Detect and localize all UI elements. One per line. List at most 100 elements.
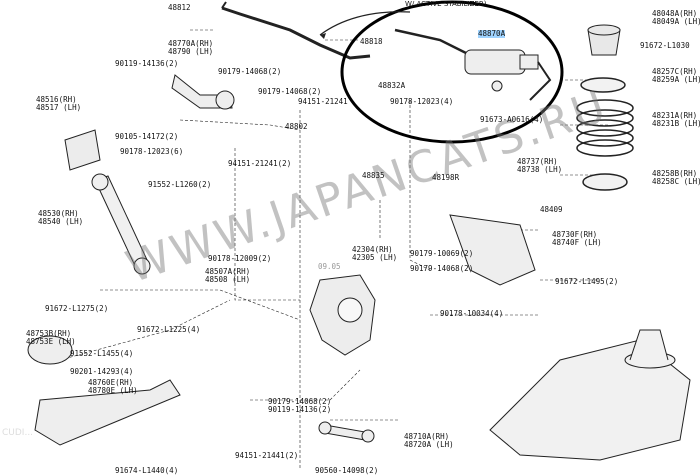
part-number-line2: 48738 (LH)	[517, 165, 563, 174]
part-number-line1: 48818	[360, 37, 383, 46]
part-number-line1: 48770A(RH)	[168, 39, 214, 48]
upper-arm	[171, 74, 235, 110]
part-number-90560: 90560-14098(2)	[315, 467, 378, 475]
part-number-48832a: 48832A	[378, 82, 405, 90]
part-number-line1: 48516(RH)	[36, 95, 77, 104]
part-number-line1: 48231A(RH)	[652, 111, 698, 120]
part-number-line1: 94151-21241(2)	[228, 159, 292, 168]
part-number-48231a: 48231A(RH)48231B (LH)	[652, 112, 700, 128]
part-number-line2: 48780E (LH)	[88, 386, 138, 395]
part-number-48835: 48835	[362, 172, 385, 180]
part-number-48507a: 48507A(RH)48508 (LH)	[205, 268, 250, 284]
part-number-90179c: 90179-10069(2)	[410, 250, 473, 258]
part-number-line1: 48753B(RH)	[26, 329, 72, 338]
part-number-line1: 94151-21441(2)	[235, 451, 299, 460]
part-number-48710a: 48710A(RH)48720A (LH)	[404, 433, 454, 449]
coil-spring	[576, 77, 634, 191]
knuckle	[309, 274, 376, 356]
part-number-90119a: 90119-14136(2)	[115, 60, 178, 68]
part-number-line1: 90179-14068(2)	[410, 264, 474, 273]
part-number-91673: 91673-A0616(4)	[480, 116, 543, 124]
part-number-48753b: 48753B(RH)48753E (LH)	[26, 330, 76, 346]
part-number-line1: 90119-14136(2)	[115, 59, 179, 68]
part-number-94151b: 94151-21241(2)	[228, 160, 291, 168]
part-number-line2: 48540 (LH)	[38, 217, 84, 226]
stabilizer-bar	[221, 6, 371, 60]
part-number-48770a: 48770A(RH)48790 (LH)	[168, 40, 213, 56]
part-number-line1: 48507A(RH)	[205, 267, 251, 276]
part-number-48530: 48530(RH)48540 (LH)	[38, 210, 83, 226]
part-number-line1: 91672-L1495(2)	[555, 277, 619, 286]
part-number-line1: 48760E(RH)	[88, 378, 134, 387]
suspension-assembly-overview	[489, 329, 691, 461]
part-number-line2: 48720A (LH)	[404, 440, 454, 449]
part-number-line1: 90178-12023(4)	[390, 97, 454, 106]
part-number-91552a: 91552-L1260(2)	[148, 181, 211, 189]
part-number-48198: 48198R	[432, 174, 459, 182]
part-number-line1: 91673-A0616(4)	[480, 115, 544, 124]
part-number-line2: 48740F (LH)	[552, 238, 602, 247]
bracket-48516	[64, 129, 101, 171]
part-number-line1: 90201-14293(4)	[70, 367, 134, 376]
part-number-90178c: 90178-10034(4)	[440, 310, 503, 318]
part-number-line1: 48870A	[478, 29, 506, 38]
part-number-48760e: 48760E(RH)48780E (LH)	[88, 379, 138, 395]
lower-arm-right	[449, 214, 536, 286]
part-number-94151c: 94151-21441(2)	[235, 452, 298, 460]
part-number-line1: 91672-L1225(4)	[137, 325, 201, 334]
part-number-line1: 48835	[362, 171, 385, 180]
part-number-48802: 48802	[285, 123, 308, 131]
part-number-91672a: 91672-L1030	[640, 42, 690, 50]
part-number-90178d: 90178-12009(2)	[208, 255, 271, 263]
part-number-48818: 48818	[360, 38, 383, 46]
part-number-91552b: 91552-L1455(4)	[70, 350, 133, 358]
part-number-line1: 90179-14068(2)	[218, 67, 282, 76]
part-number-line1: 42304(RH)	[352, 245, 393, 254]
toe-link	[318, 421, 375, 443]
part-number-48870a: 48870A	[478, 29, 506, 38]
part-number-line1: 48710A(RH)	[404, 432, 450, 441]
part-number-line2: 42305 (LH)	[352, 253, 398, 262]
part-number-48048a: 48048A(RH)48049A (LH)	[652, 10, 700, 26]
part-number-48257c: 48257C(RH)48259A (LH)	[652, 68, 700, 84]
part-number-line1: 91672-L1030	[640, 41, 690, 50]
lower-arm-left	[27, 335, 181, 446]
part-number-line2: 48231B (LH)	[652, 119, 700, 128]
active-stabilizer-callout	[340, 0, 564, 144]
part-number-line2: 48790 (LH)	[168, 47, 214, 56]
shock-absorber	[91, 173, 151, 275]
stabilizer-title: W/ ACTIVE STABILIZER)	[405, 0, 487, 8]
part-number-line1: 91552-L1455(4)	[70, 349, 134, 358]
part-number-48258b: 48258B(RH)48258C (LH)	[652, 170, 700, 186]
part-number-line1: 48802	[285, 122, 308, 131]
part-number-line1: 94151-21241	[298, 97, 348, 106]
part-number-48516: 48516(RH)48517 (LH)	[36, 96, 81, 112]
part-number-line1: 48257C(RH)	[652, 67, 698, 76]
part-number-line2: 48517 (LH)	[36, 103, 82, 112]
part-number-line2: 48258C (LH)	[652, 177, 700, 186]
part-number-90178b: 90178-12023(6)	[120, 148, 183, 156]
part-number-90179b: 90179-14068(2)	[258, 88, 321, 96]
part-number-90179d: 90179-14068(2)	[410, 265, 473, 273]
corner-label: CUDI...	[2, 428, 34, 438]
part-number-line1: 90178-10034(4)	[440, 309, 504, 318]
part-number-line1: 90560-14098(2)	[315, 466, 379, 475]
part-number-48737: 48737(RH)48738 (LH)	[517, 158, 562, 174]
part-number-line1: 48530(RH)	[38, 209, 79, 218]
part-number-42304: 42304(RH)42305 (LH)	[352, 246, 397, 262]
part-number-line2: 48259A (LH)	[652, 75, 700, 84]
part-number-94151a: 94151-21241	[298, 98, 348, 106]
part-number-line1: 90179-14068(2)	[268, 397, 332, 406]
stabilizer-actuator	[394, 28, 552, 101]
part-number-line1: 90105-14172(2)	[115, 132, 179, 141]
part-number-48409: 48409	[540, 206, 563, 214]
part-number-90105: 90105-14172(2)	[115, 133, 178, 141]
part-number-90179a: 90179-14068(2)	[218, 68, 281, 76]
part-number-line1: 48198R	[432, 173, 460, 182]
part-number-line1: 90179-10069(2)	[410, 249, 474, 258]
part-number-line1: 48812	[168, 3, 191, 12]
part-number-line1: 91552-L1260(2)	[148, 180, 212, 189]
part-number-90201: 90201-14293(4)	[70, 368, 133, 376]
part-number-48730f: 48730F(RH)48740F (LH)	[552, 231, 602, 247]
